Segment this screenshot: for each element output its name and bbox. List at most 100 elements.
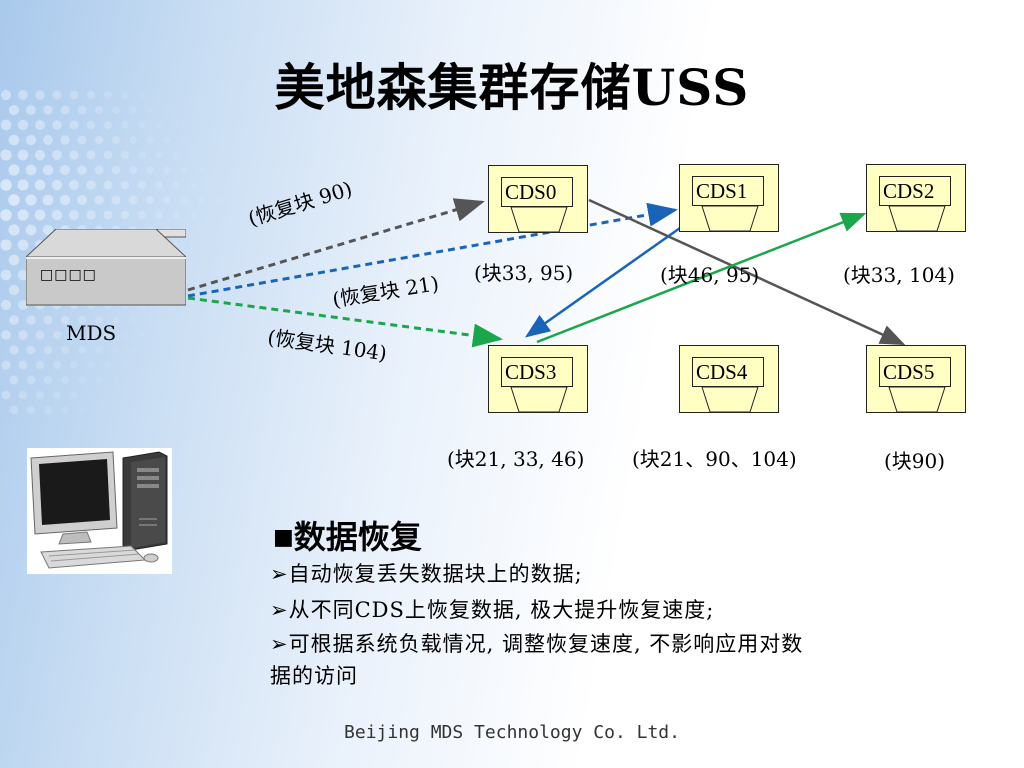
background-dot: [87, 391, 95, 399]
background-dot: [121, 361, 129, 369]
background-dot: [128, 165, 138, 175]
background-dot: [103, 210, 113, 220]
background-dot: [18, 300, 28, 310]
background-dot: [70, 391, 78, 399]
background-dot: [189, 181, 197, 189]
background-dot: [52, 360, 62, 370]
background-dot: [197, 196, 205, 204]
node-label: CDS2: [879, 176, 951, 206]
background-dot: [163, 166, 171, 174]
background-dot: [44, 406, 52, 414]
background-dot: [35, 330, 45, 340]
background-dot: [77, 315, 87, 325]
background-dot: [1, 360, 11, 370]
background-dot: [104, 91, 112, 99]
node-cds3-blocks: (块21, 33, 46): [447, 447, 585, 471]
background-dot: [103, 180, 113, 190]
background-dot: [26, 405, 36, 415]
background-dot: [51, 209, 63, 221]
mds-server: □□□□: [24, 228, 188, 307]
background-dot: [86, 150, 96, 160]
background-dot: [25, 164, 37, 176]
background-dot: [26, 345, 36, 355]
background-dot: [172, 121, 180, 129]
background-dot: [112, 376, 120, 384]
background-dot: [69, 150, 79, 160]
background-dot: [69, 210, 79, 220]
bullet-item: ➢可根据系统负载情况, 调整恢复速度, 不影响应用对数: [270, 632, 804, 656]
background-dot: [35, 390, 45, 400]
background-dot: [86, 210, 96, 220]
background-dot: [87, 361, 95, 369]
background-dot: [34, 209, 46, 221]
node-cds2: CDS2: [866, 164, 966, 232]
background-dot: [146, 136, 154, 144]
background-dot: [61, 406, 69, 414]
background-dot: [77, 135, 87, 145]
background-dot: [25, 224, 37, 236]
background-dot: [146, 106, 154, 114]
background-dot: [95, 316, 103, 324]
background-dot: [155, 121, 163, 129]
background-dot: [112, 316, 120, 324]
background-dot: [9, 405, 19, 415]
background-dot: [8, 194, 20, 206]
background-dot: [103, 120, 113, 130]
background-dot: [104, 331, 112, 339]
background-dot: [112, 106, 120, 114]
background-dot: [0, 299, 12, 311]
background-dot: [8, 164, 20, 176]
background-dot: [25, 134, 37, 146]
bullet-item-continuation: 据的访问: [270, 664, 358, 688]
background-dot: [86, 180, 96, 190]
node-label: CDS4: [692, 357, 764, 387]
background-dot: [17, 149, 29, 161]
node-label: CDS0: [501, 177, 573, 207]
arrow-mds-to-cds0: [187, 198, 485, 292]
background-dot: [18, 90, 28, 100]
background-dot: [69, 330, 79, 340]
arrow-mds-to-cds3: [187, 296, 503, 348]
node-cds5-blocks: (块90): [884, 449, 946, 473]
background-dot: [70, 361, 78, 369]
background-dot: [138, 121, 146, 129]
background-dot: [60, 345, 70, 355]
node-label: CDS5: [879, 357, 951, 387]
node-cds0: CDS0: [488, 165, 588, 233]
background-dot: [0, 239, 12, 251]
background-dot: [1, 390, 11, 400]
background-dot: [18, 330, 28, 340]
node-cds2-blocks: (块33, 104): [843, 263, 955, 287]
background-dot: [0, 209, 12, 221]
page-title: 美地森集群存储USS: [274, 58, 750, 117]
background-dot: [26, 105, 36, 115]
background-dot: [206, 211, 214, 219]
background-dot: [155, 181, 163, 189]
background-dot: [94, 195, 104, 205]
background-dot: [111, 165, 121, 175]
background-dot: [180, 166, 188, 174]
node-cds3: CDS3: [488, 345, 588, 413]
background-dot: [52, 120, 62, 130]
computer-icon: [30, 451, 168, 569]
background-dot: [42, 194, 54, 206]
background-dot: [77, 195, 87, 205]
background-dot: [52, 90, 62, 100]
background-dot: [18, 360, 28, 370]
background-dot: [69, 180, 79, 190]
background-dot: [129, 136, 137, 144]
background-dot: [86, 90, 96, 100]
background-dot: [120, 210, 130, 220]
background-dot: [77, 165, 87, 175]
background-dot: [121, 91, 129, 99]
background-dot: [129, 106, 137, 114]
background-dot: [94, 165, 104, 175]
node-label: CDS3: [501, 357, 573, 387]
background-dot: [26, 375, 36, 385]
background-dot: [0, 179, 12, 191]
node-cds5: CDS5: [866, 345, 966, 413]
background-dot: [60, 135, 70, 145]
background-dot: [17, 119, 29, 131]
